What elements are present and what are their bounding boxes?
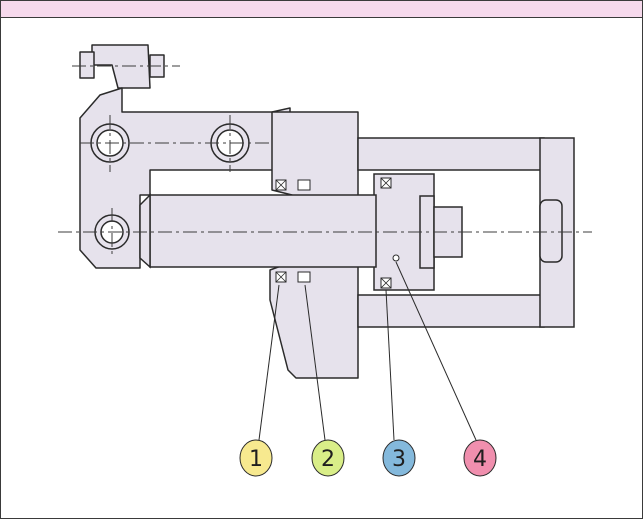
- seal-marks: [275, 177, 392, 289]
- leader-4: [395, 261, 477, 441]
- callout-1-badge: [239, 439, 273, 477]
- callout-1-label: 1: [249, 447, 263, 472]
- callout-4: 4: [463, 439, 497, 477]
- leader-lines: [258, 261, 477, 441]
- leader-1: [258, 284, 280, 441]
- callout-1: 1: [239, 439, 273, 477]
- seal-2-top: [297, 179, 311, 191]
- callout-3: 3: [382, 439, 416, 477]
- callout-2-badge: [311, 439, 345, 477]
- leader-3: [385, 289, 395, 441]
- leader-2: [304, 284, 326, 441]
- centerlines: [58, 65, 592, 258]
- tube-upper-wall: [357, 137, 545, 171]
- seal-2-bottom: [297, 271, 311, 283]
- clamp-bolt-head: [79, 51, 95, 79]
- header-strip: [1, 1, 642, 18]
- callout-4-label: 4: [473, 447, 487, 472]
- tube-lower-wall: [357, 294, 545, 328]
- seal-4-o-ring: [392, 254, 400, 262]
- callout-3-label: 3: [392, 447, 406, 472]
- callout-2-label: 2: [321, 447, 335, 472]
- callout-3-badge: [382, 439, 416, 477]
- piston-rod: [139, 193, 377, 269]
- callout-4-badge: [463, 439, 497, 477]
- callout-2: 2: [311, 439, 345, 477]
- end-cap-plug: [539, 199, 563, 263]
